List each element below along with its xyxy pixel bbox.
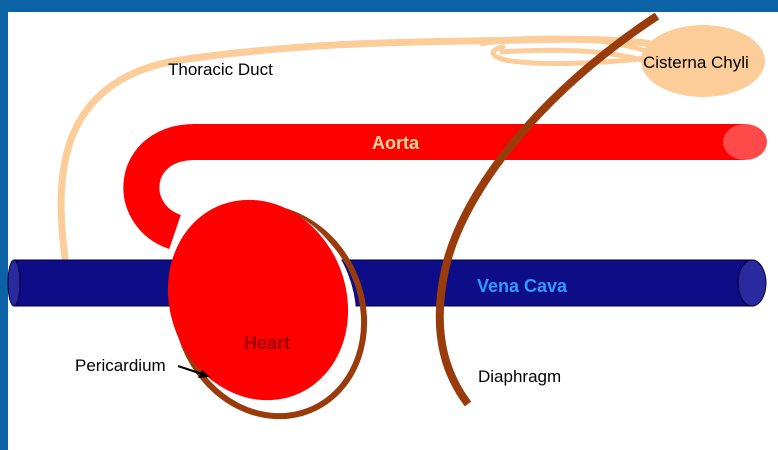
- diaphragm: [440, 16, 657, 404]
- vena-cava: [14, 260, 754, 306]
- aorta-end: [723, 124, 767, 160]
- diaphragm-label: Diaphragm: [478, 367, 561, 386]
- thoracic-duct-label: Thoracic Duct: [168, 60, 273, 79]
- cisterna-chyli-label: Cisterna Chyli: [643, 53, 749, 72]
- vena-cava-label: Vena Cava: [477, 276, 568, 296]
- aorta-label: Aorta: [372, 133, 420, 153]
- heart-label: Heart: [244, 333, 290, 353]
- pericardium-label: Pericardium: [75, 356, 166, 375]
- vena-cava-right-end: [738, 260, 766, 306]
- vena-cava-left-end: [8, 260, 20, 306]
